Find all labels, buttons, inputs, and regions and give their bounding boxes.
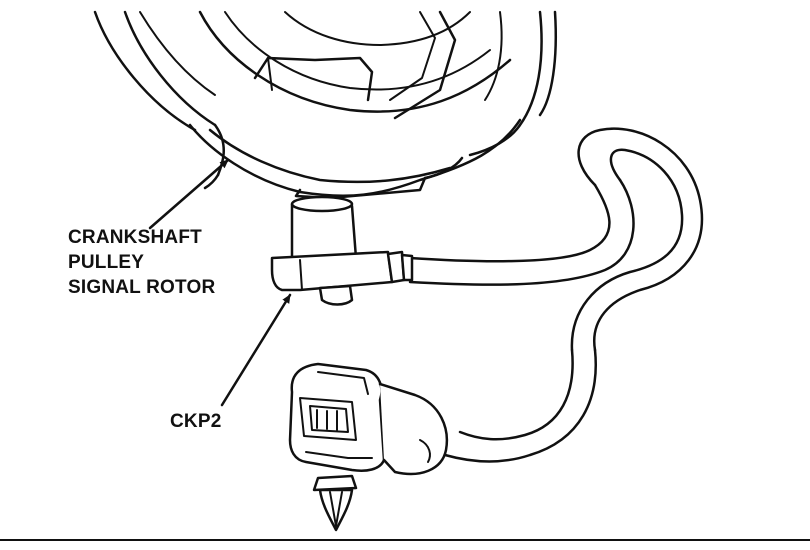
rotor-label-line3: SIGNAL ROTOR: [68, 277, 216, 298]
rotor-label-line1: CRANKSHAFT: [68, 227, 202, 248]
sensor-leader-arrow: [220, 293, 292, 407]
sensor-connector: [288, 362, 449, 476]
crankshaft-pulley-signal-rotor: [93, 10, 558, 200]
rotor-label-line2: PULLEY: [68, 252, 145, 273]
ckp2-sensor: [270, 195, 414, 306]
sensor-cable: [408, 127, 704, 463]
rotor-leader-arrow: [148, 158, 230, 230]
retaining-clip: [312, 474, 358, 532]
sensor-label: CKP2: [170, 411, 222, 432]
